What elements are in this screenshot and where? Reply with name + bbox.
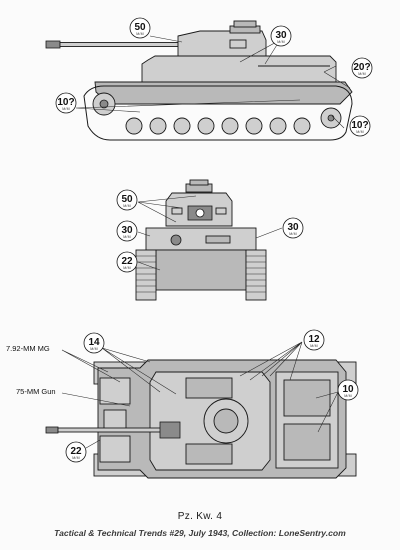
- source-credit: Tactical & Technical Trends #29, July 19…: [54, 528, 346, 538]
- side-turret: [177, 30, 267, 59]
- front-badge-50: 50 M/M: [116, 189, 138, 211]
- side-view: 50 M/M 30 M/M 20? M/M 10? M/M 10? M/M: [45, 17, 373, 141]
- svg-text:20?: 20?: [353, 62, 370, 73]
- diagram-title: Pz. Kw. 4: [177, 511, 223, 522]
- svg-text:M/M: M/M: [136, 32, 144, 36]
- side-badge-20: 20? M/M: [351, 57, 373, 79]
- svg-text:M/M: M/M: [62, 107, 70, 111]
- svg-text:M/M: M/M: [123, 266, 131, 270]
- svg-text:M/M: M/M: [90, 347, 98, 351]
- front-vision-port-right: [215, 207, 227, 215]
- side-lower-hull: [94, 81, 353, 105]
- svg-text:14: 14: [88, 337, 100, 348]
- front-cupola-top: [189, 179, 209, 186]
- front-driver-visor: [205, 235, 231, 244]
- side-gun-barrel: [59, 42, 179, 47]
- mg-label: 7.92-MM MG: [6, 344, 50, 353]
- top-gun-barrel: [57, 427, 169, 433]
- top-engine-grille-upper: [283, 379, 331, 417]
- svg-text:22: 22: [70, 446, 82, 457]
- top-front-hatch-lower: [99, 435, 131, 463]
- top-turret-hatch-lower: [185, 443, 233, 465]
- top-turret-hatch-upper: [185, 377, 233, 399]
- front-badge-22: 22 M/M: [116, 251, 138, 273]
- svg-text:50: 50: [121, 194, 133, 205]
- svg-text:10?: 10?: [57, 97, 74, 108]
- front-superstructure: [145, 227, 257, 251]
- side-badge-10-left: 10? M/M: [55, 92, 77, 114]
- svg-text:50: 50: [134, 22, 146, 33]
- side-badge-50: 50 M/M: [129, 17, 151, 39]
- front-lower-hull: [155, 249, 247, 291]
- side-idler-hub: [327, 114, 335, 122]
- front-hull-mg: [170, 234, 182, 246]
- top-engine-grille-lower: [283, 423, 331, 461]
- side-badge-10-right: 10? M/M: [349, 115, 371, 137]
- top-badge-10: 10 M/M: [337, 379, 359, 401]
- svg-text:30: 30: [287, 222, 299, 233]
- top-muzzle-brake: [45, 426, 59, 434]
- front-badge-30-right: 30 M/M: [282, 217, 304, 239]
- svg-text:12: 12: [308, 334, 320, 345]
- svg-text:10?: 10?: [351, 120, 368, 131]
- side-sprocket-hub: [99, 99, 109, 109]
- side-cupola-top: [233, 20, 257, 28]
- top-cupola-hatch: [213, 408, 239, 434]
- top-badge-14: 14 M/M: [83, 332, 105, 354]
- front-vision-port-left: [171, 207, 183, 215]
- svg-text:M/M: M/M: [356, 130, 364, 134]
- side-road-wheels: [125, 117, 311, 135]
- front-badge-30-left: 30 M/M: [116, 220, 138, 242]
- side-track: [83, 85, 353, 141]
- top-front-hatch-upper: [99, 377, 131, 405]
- svg-text:30: 30: [275, 30, 287, 41]
- svg-text:M/M: M/M: [310, 344, 318, 348]
- side-turret-hatch: [229, 39, 247, 49]
- top-glacis: [103, 409, 127, 431]
- side-muzzle-brake: [45, 40, 61, 49]
- front-track-left: [135, 249, 157, 301]
- svg-text:M/M: M/M: [123, 235, 131, 239]
- front-view: 50 M/M 30 M/M 22 M/M 30 M/M: [116, 179, 304, 301]
- svg-text:M/M: M/M: [289, 232, 297, 236]
- svg-text:22: 22: [121, 256, 133, 267]
- svg-text:M/M: M/M: [123, 204, 131, 208]
- svg-text:10: 10: [342, 384, 354, 395]
- top-badge-12: 12 M/M: [303, 329, 325, 351]
- side-badge-30: 30 M/M: [270, 25, 292, 47]
- top-badge-22: 22 M/M: [65, 441, 87, 463]
- svg-text:M/M: M/M: [72, 456, 80, 460]
- svg-text:30: 30: [121, 225, 133, 236]
- svg-text:M/M: M/M: [277, 40, 285, 44]
- top-gun-mantlet: [159, 421, 181, 439]
- front-gun-bore: [195, 208, 205, 218]
- svg-text:M/M: M/M: [344, 394, 352, 398]
- svg-text:M/M: M/M: [358, 72, 366, 76]
- gun-label: 75-MM Gun: [16, 387, 56, 396]
- side-superstructure: [141, 55, 337, 83]
- front-track-right: [245, 249, 267, 301]
- top-view: 7.92-MM MG 75-MM Gun 14 M/M 12 M/M 10 M/…: [6, 329, 359, 479]
